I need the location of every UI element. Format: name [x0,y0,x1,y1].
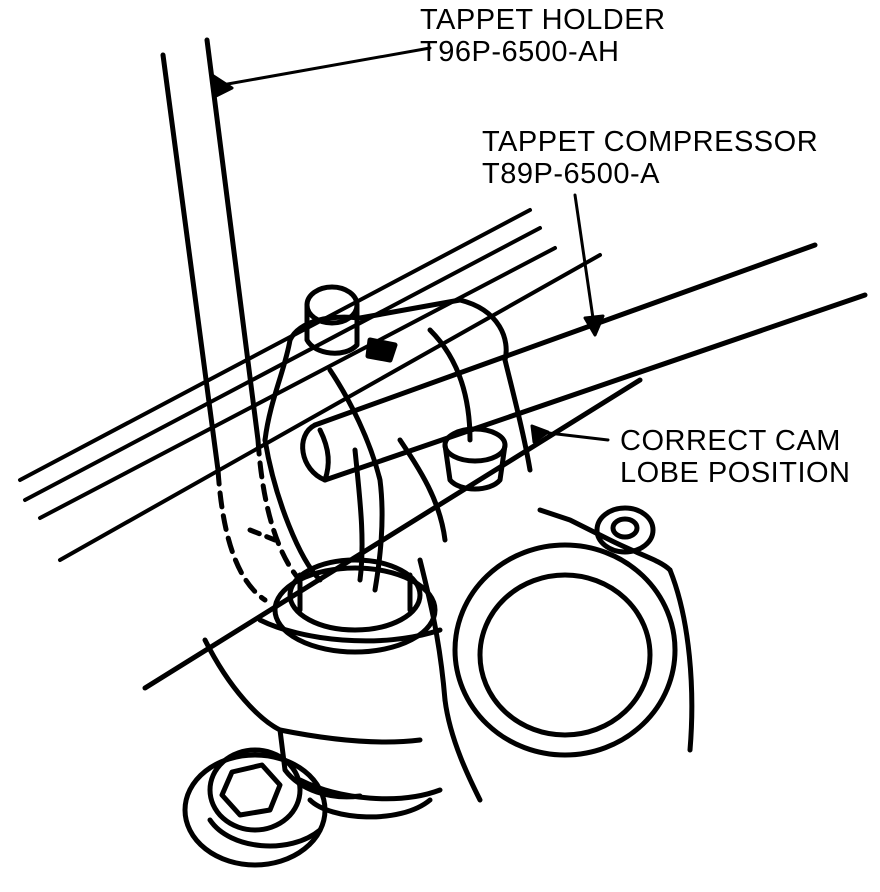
arrowhead-tappet-compressor [583,314,605,337]
tappet-holder-tool [160,37,301,603]
arrowhead-cam-lobe [530,424,550,444]
label-tappet-holder-name: TAPPET HOLDER [420,4,666,36]
arrowhead-tappet-holder [210,73,234,99]
label-cam-lobe-position: CORRECT CAM LOBE POSITION [620,425,851,489]
label-tappet-compressor-part: T89P-6500-A [482,158,660,190]
leader-tappet-holder [220,46,432,87]
label-tappet-compressor-name: TAPPET COMPRESSOR [482,126,819,158]
tappet-compressor-tool [142,242,868,691]
leader-cam-lobe [538,430,610,442]
valve-spring-base [272,557,438,655]
label-cam-lobe-line2: LOBE POSITION [620,457,851,489]
pivot-bolt [304,284,398,363]
side-bolt [594,505,656,555]
label-tappet-holder-part: T96P-6500-AH [420,36,620,68]
label-cam-lobe-line1: CORRECT CAM [620,425,841,457]
leader-lines [210,46,610,444]
leader-tappet-compressor [573,193,596,327]
label-tappet-holder: TAPPET HOLDER T96P-6500-AH [420,4,666,68]
camshaft-rails [18,208,602,562]
hex-socket-bolt [182,747,328,868]
cam-bearing-bore [452,542,678,758]
label-tappet-compressor: TAPPET COMPRESSOR T89P-6500-A [482,126,818,190]
